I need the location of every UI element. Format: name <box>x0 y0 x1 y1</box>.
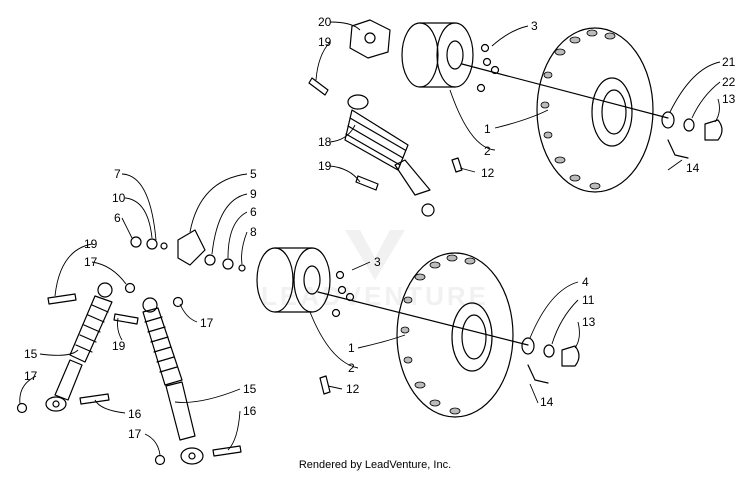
bolt-19-mid <box>113 313 139 325</box>
callout-8: 8 <box>250 225 257 239</box>
watermark-logo-icon <box>345 230 405 280</box>
callout-6-left: 6 <box>114 211 121 225</box>
callout-3-lower: 3 <box>374 255 381 269</box>
callout-12-lower: 12 <box>346 382 360 396</box>
callout-21: 21 <box>722 55 736 69</box>
callout-15-left: 15 <box>24 347 38 361</box>
callout-13-lower: 13 <box>582 315 596 329</box>
callout-19-lower-b: 19 <box>112 339 126 353</box>
callout-17-lower-a: 17 <box>84 255 98 269</box>
callout-1-lower: 1 <box>348 341 355 355</box>
lower-wheel-assembly <box>16 229 580 466</box>
callout-11: 11 <box>582 293 595 307</box>
callout-19-lower-a: 19 <box>84 237 98 251</box>
callout-17-lower-d: 17 <box>128 427 142 441</box>
nut-17-c <box>16 402 28 414</box>
callout-2-lower: 2 <box>348 361 355 375</box>
pin-lower <box>319 375 331 395</box>
hub-hardware-upper <box>661 111 723 141</box>
callout-5: 5 <box>250 167 257 181</box>
callout-14-lower: 14 <box>540 395 554 409</box>
callout-14-upper: 14 <box>686 161 700 175</box>
nut-17-a <box>124 282 136 294</box>
lug-bolts-upper <box>476 43 500 93</box>
callout-2-upper: 2 <box>484 144 491 158</box>
callout-3-upper: 3 <box>531 19 538 33</box>
callout-18: 18 <box>318 135 332 149</box>
hub-hardware-lower <box>521 337 580 367</box>
hub-bracket-cluster <box>130 229 246 272</box>
callout-1-upper: 1 <box>484 122 491 136</box>
bolt-16-right <box>212 445 242 457</box>
callout-6-right: 6 <box>250 205 257 219</box>
callout-16-left: 16 <box>128 407 142 421</box>
callout-4: 4 <box>582 275 589 289</box>
callout-17-lower-b: 17 <box>200 316 214 330</box>
callout-19-upper-b: 19 <box>318 159 332 173</box>
tire-lower <box>396 252 514 418</box>
callout-12-upper: 12 <box>481 166 495 180</box>
shock-absorber-upper <box>344 94 435 217</box>
cotter-pin-upper <box>667 139 689 159</box>
callout-17-lower-c: 17 <box>24 369 38 383</box>
callout-9: 9 <box>250 187 257 201</box>
callout-15-right: 15 <box>243 382 257 396</box>
callout-10: 10 <box>112 191 126 205</box>
rim-lower <box>256 247 331 313</box>
callout-22: 22 <box>722 75 736 89</box>
tire-upper <box>536 27 654 193</box>
rim-upper <box>401 22 474 88</box>
callout-labels: 20 19 3 21 22 13 1 18 2 19 12 14 7 5 10 … <box>24 15 736 441</box>
leader-lines <box>19 21 721 456</box>
bolt-16-left <box>79 393 110 405</box>
bolt-upper-b <box>355 175 379 191</box>
nut-17-b <box>172 296 184 308</box>
bolt-upper-a <box>308 77 329 96</box>
shock-absorber-left <box>45 282 113 412</box>
callout-16-right: 16 <box>243 404 257 418</box>
upper-wheel-assembly <box>308 19 723 217</box>
pin-upper <box>451 157 463 173</box>
callout-13-upper: 13 <box>722 92 736 106</box>
callout-7: 7 <box>114 167 121 181</box>
bolt-19-left <box>47 293 77 305</box>
cotter-pin-lower <box>527 364 549 384</box>
footer-credit: Rendered by LeadVenture, Inc. <box>298 459 452 471</box>
nut-17-d <box>154 454 166 466</box>
callout-19-upper-a: 19 <box>318 35 332 49</box>
shock-absorber-right <box>142 297 204 465</box>
mounting-plate <box>349 19 391 59</box>
callout-20: 20 <box>318 15 332 29</box>
